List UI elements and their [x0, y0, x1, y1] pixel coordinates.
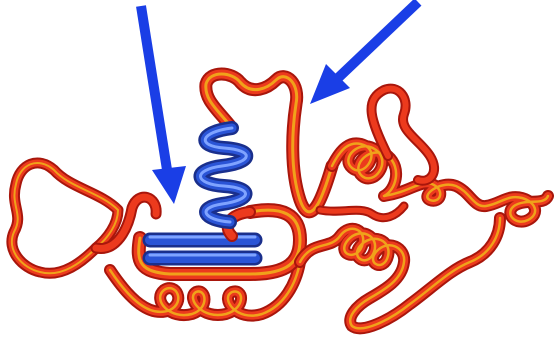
arrow-icon: [141, 6, 186, 204]
alpha-helix: [200, 128, 246, 222]
protein-backbone: [12, 74, 548, 328]
